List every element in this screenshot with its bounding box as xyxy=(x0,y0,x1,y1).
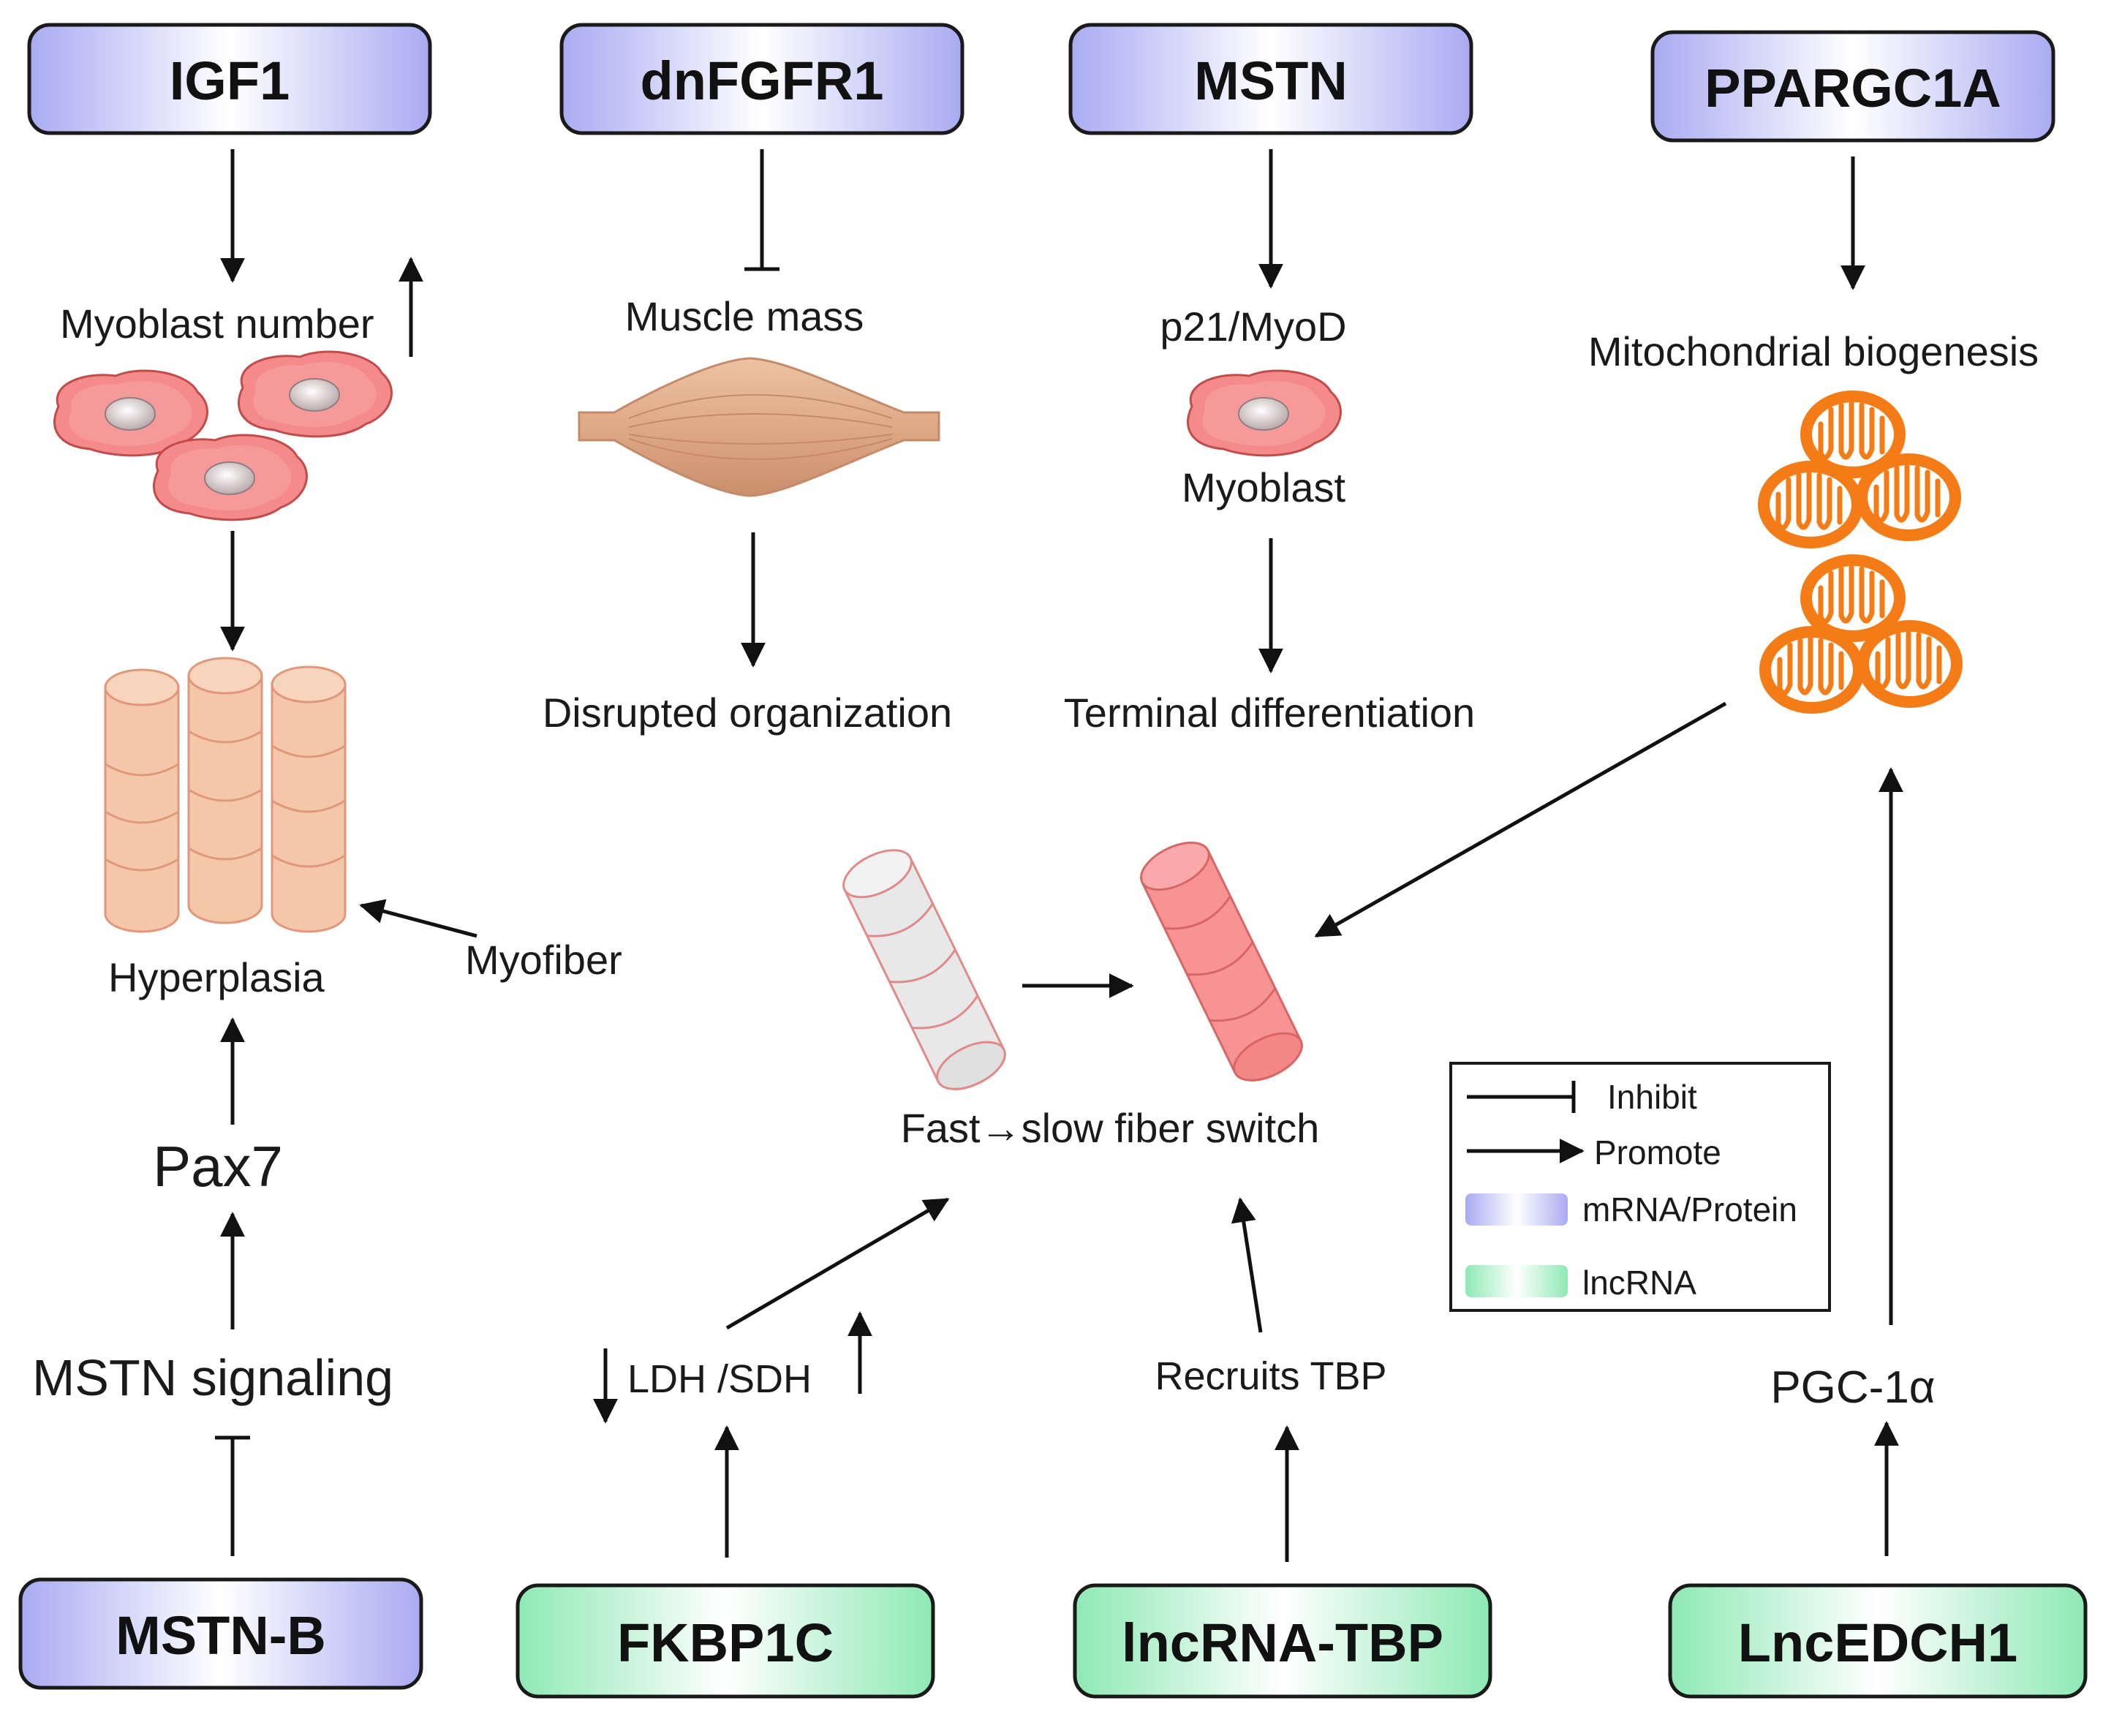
myoblast-cell-2 xyxy=(237,350,393,438)
box-dnfgfr1: dnFGFR1 xyxy=(559,23,964,135)
label-fiber-switch: Fast→slow fiber switch xyxy=(901,1105,1320,1151)
label-mstn-signaling: MSTN signaling xyxy=(32,1349,393,1406)
box-mstn-b-label: MSTN-B xyxy=(116,1605,326,1666)
box-igf1-label: IGF1 xyxy=(170,50,290,111)
legend-inhibit-label: Inhibit xyxy=(1607,1078,1697,1116)
myoblast-cell-mstn xyxy=(1186,369,1342,457)
label-myofiber: Myofiber xyxy=(465,937,622,983)
box-mstn-b: MSTN-B xyxy=(18,1577,423,1690)
box-lncrna-tbp: lncRNA-TBP xyxy=(1073,1583,1492,1699)
label-p21-myod: p21/MyoD xyxy=(1160,303,1346,350)
box-igf1: IGF1 xyxy=(27,23,432,135)
legend-inhibit-symbol xyxy=(1467,1081,1576,1113)
arrow-myofiber-label xyxy=(359,899,477,938)
label-disrupted: Disrupted organization xyxy=(543,690,952,736)
inhibit-dnfgfr1-muscle-mass xyxy=(744,149,779,271)
legend-lncrna-label: lncRNA xyxy=(1582,1264,1696,1302)
arrow-ldh-fiber-switch xyxy=(725,1197,950,1330)
box-ppargc1a: PPARGC1A xyxy=(1650,30,2055,143)
box-fkbp1c: FKBP1C xyxy=(516,1583,935,1699)
label-muscle-mass: Muscle mass xyxy=(625,293,864,339)
myofiber-bundle xyxy=(104,657,347,933)
label-ldh-sdh: LDH /SDH xyxy=(627,1357,812,1401)
box-fkbp1c-label: FKBP1C xyxy=(617,1612,834,1673)
fast-fiber xyxy=(842,849,1006,1090)
mitochondrion-2 xyxy=(1758,461,1863,548)
label-recruits-tbp: Recruits TBP xyxy=(1155,1354,1386,1398)
box-ppargc1a-label: PPARGC1A xyxy=(1704,58,2001,118)
label-terminal: Terminal differentiation xyxy=(1064,690,1475,736)
box-lncedch1: LncEDCH1 xyxy=(1668,1583,2088,1699)
label-mito-biogenesis: Mitochondrial biogenesis xyxy=(1588,328,2039,374)
mitochondrion-5 xyxy=(1759,626,1865,714)
label-pgc1a: PGC-1α xyxy=(1770,1362,1935,1413)
label-myoblast-number: Myoblast number xyxy=(60,301,374,347)
arrow-mito-fiber-switch xyxy=(1314,701,1727,938)
box-lncrna-tbp-label: lncRNA-TBP xyxy=(1122,1612,1443,1673)
legend-promote-label: Promote xyxy=(1594,1133,1721,1171)
inhibit-mstnb-signaling xyxy=(215,1435,250,1556)
myoblast-cell-3 xyxy=(152,434,308,521)
box-mstn-label: MSTN xyxy=(1194,50,1348,111)
legend-mrna-label: mRNA/Protein xyxy=(1582,1190,1797,1229)
muscle-illustration xyxy=(578,357,940,497)
mitochondrion-6 xyxy=(1857,620,1963,708)
legend-lncrna-swatch xyxy=(1465,1265,1568,1297)
legend-mrna-swatch xyxy=(1465,1193,1568,1226)
box-mstn: MSTN xyxy=(1068,23,1473,135)
box-lncedch1-label: LncEDCH1 xyxy=(1738,1612,2017,1673)
slow-fiber xyxy=(1140,842,1303,1082)
legend: Inhibit Promote mRNA/Protein lncRNA xyxy=(1449,1062,1831,1312)
box-dnfgfr1-label: dnFGFR1 xyxy=(641,50,884,111)
mitochondrion-3 xyxy=(1856,453,1961,541)
label-pax7: Pax7 xyxy=(153,1134,283,1199)
label-myoblast: Myoblast xyxy=(1182,464,1346,510)
label-hyperplasia: Hyperplasia xyxy=(108,954,325,1000)
arrow-recruits-fiber-switch xyxy=(1231,1197,1263,1333)
